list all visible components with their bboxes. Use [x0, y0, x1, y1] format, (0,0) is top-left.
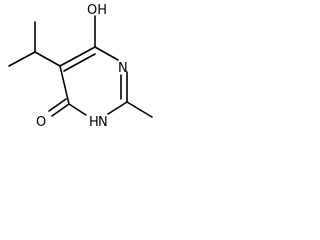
bond-c5-c6-single	[59, 46, 96, 67]
bond-isopropyl-left-methyl	[8, 51, 36, 67]
atom-label-nitrogen-lower: N	[98, 115, 108, 130]
bond-c4-carbonyl-outer	[51, 103, 70, 117]
bond-c4-c5	[59, 65, 70, 105]
bond-c2-methyl	[126, 101, 153, 118]
chemical-structure-diagram: OH N N H O	[8, 3, 153, 130]
bond-c6-n1	[94, 46, 119, 61]
atom-label-nitrogen-upper: N	[118, 61, 128, 76]
atom-label-carbonyl-oxygen: O	[36, 115, 46, 130]
bond-c4-carbonyl-inner	[48, 98, 67, 112]
atom-label-nh-hydrogen: H	[89, 115, 99, 130]
atom-label-hydroxyl: OH	[87, 3, 107, 18]
bond-isopropyl-to-ring	[34, 51, 61, 67]
bond-c5-c6-double-inner	[63, 53, 96, 72]
bond-c2-n3	[107, 101, 128, 115]
bond-n3-c4	[68, 103, 87, 116]
